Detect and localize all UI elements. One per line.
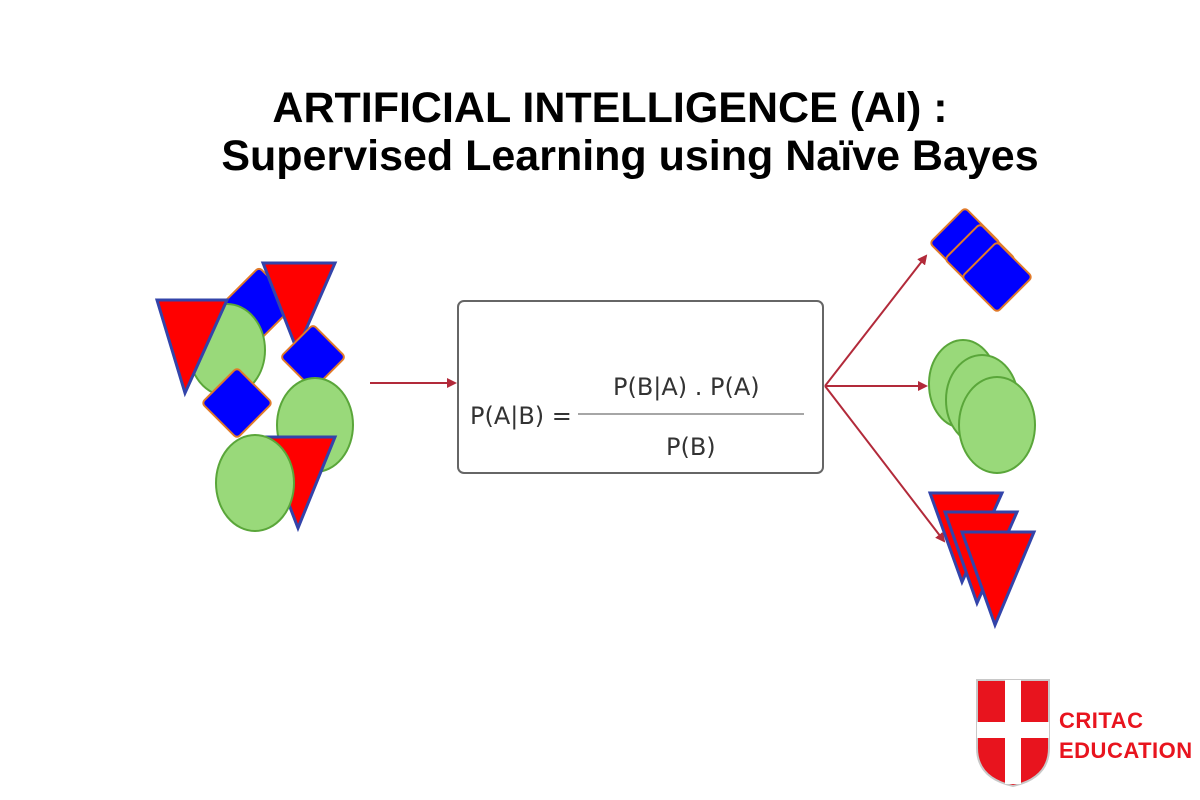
output-red-triangles xyxy=(927,491,1037,630)
formula-box-border xyxy=(457,300,824,474)
blue-diamond-shape xyxy=(202,368,272,438)
formula-denominator: P(B) xyxy=(666,433,716,461)
red-triangle-shape xyxy=(154,298,230,398)
logo-line-2: EDUCATION xyxy=(1059,738,1193,763)
title-line-1: ARTIFICIAL INTELLIGENCE (AI) : xyxy=(272,84,948,132)
bayes-formula-box: P(A|B) = P(B|A) . P(A) P(B) xyxy=(457,300,824,474)
output-arrow-blue xyxy=(824,254,928,387)
red-triangle-shape xyxy=(260,261,338,354)
logo-text: CRITAC EDUCATION xyxy=(1059,706,1193,766)
green-circle-shape xyxy=(958,376,1036,474)
critac-education-logo: CRITAC EDUCATION xyxy=(975,678,1195,788)
output-green-circles xyxy=(928,339,1036,474)
blue-diamond-shape xyxy=(281,325,345,389)
page-title: ARTIFICIAL INTELLIGENCE (AI) : Supervise… xyxy=(0,84,1200,180)
shield-cross-icon xyxy=(976,679,1050,788)
title-line-2: Supervised Learning using Naïve Bayes xyxy=(221,132,1039,180)
blue-diamond-shape xyxy=(962,242,1032,312)
formula-lhs: P(A|B) = xyxy=(470,402,572,430)
output-arrow-red xyxy=(824,385,946,543)
formula-numerator: P(B|A) . P(A) xyxy=(613,373,760,401)
green-circle-shape xyxy=(215,434,295,532)
output-blue-diamonds xyxy=(930,208,1032,312)
red-triangle-shape xyxy=(959,530,1037,630)
input-mixed-shapes xyxy=(154,261,354,533)
logo-line-1: CRITAC xyxy=(1059,708,1144,733)
